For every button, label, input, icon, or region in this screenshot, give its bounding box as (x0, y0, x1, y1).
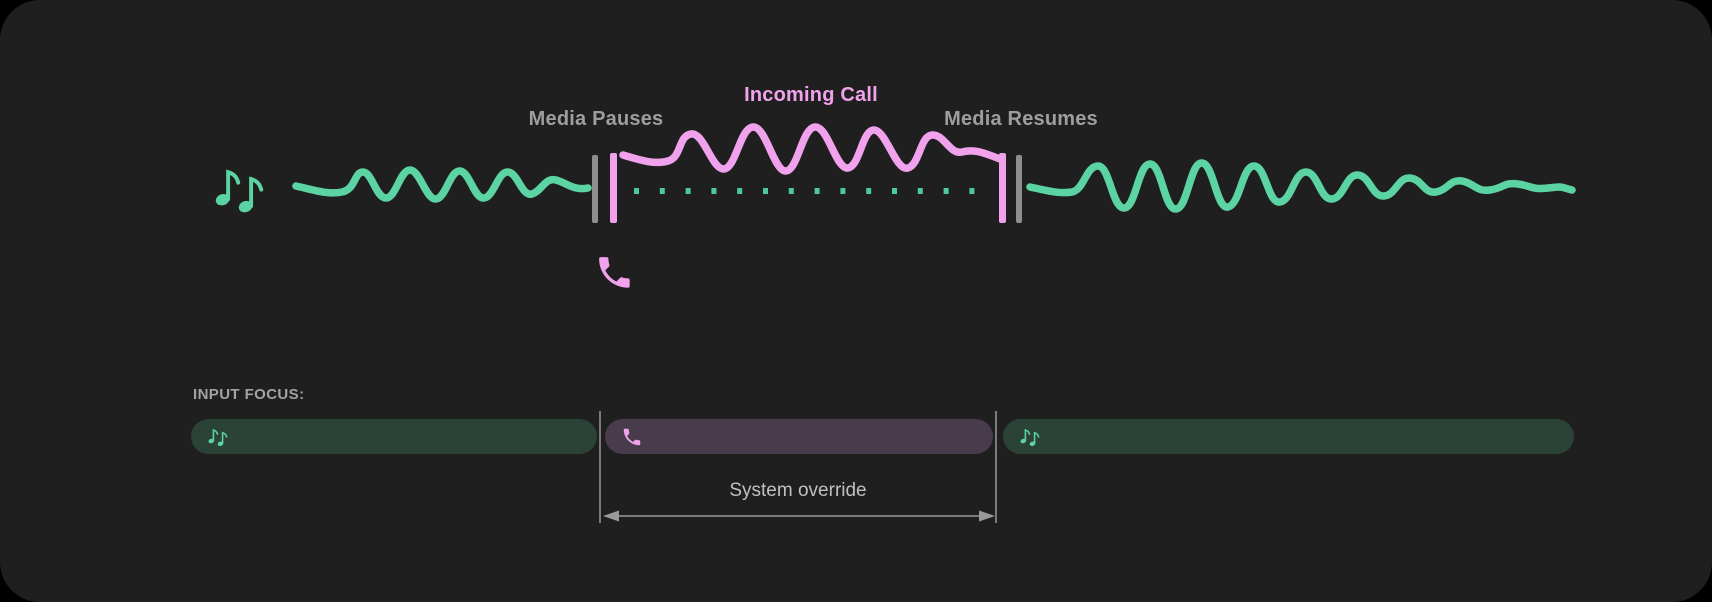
focus-segment-call (605, 419, 993, 454)
media-waveform-after (1026, 159, 1576, 213)
system-override-label: System override (729, 480, 867, 501)
focus-segment-media-before (191, 419, 597, 454)
media-waveform-before (292, 166, 592, 203)
phone-icon (623, 428, 641, 445)
system-override-arrow (603, 510, 995, 522)
override-bracket-left (599, 411, 601, 523)
pause-marker (592, 153, 617, 223)
resume-marker (999, 153, 1022, 223)
focus-segment-media-after (1003, 419, 1574, 454)
media-resumes-label: Media Resumes (944, 108, 1098, 130)
incoming-call-label: Incoming Call (744, 84, 878, 106)
override-bracket-right (995, 411, 997, 523)
music-notes-icon (208, 428, 228, 446)
music-notes-icon (215, 169, 264, 213)
input-focus-heading: INPUT FOCUS: (193, 386, 305, 403)
phone-icon (599, 257, 630, 288)
music-notes-icon (1020, 428, 1040, 446)
call-waveform (619, 123, 1004, 175)
media-pauses-label: Media Pauses (528, 108, 664, 130)
